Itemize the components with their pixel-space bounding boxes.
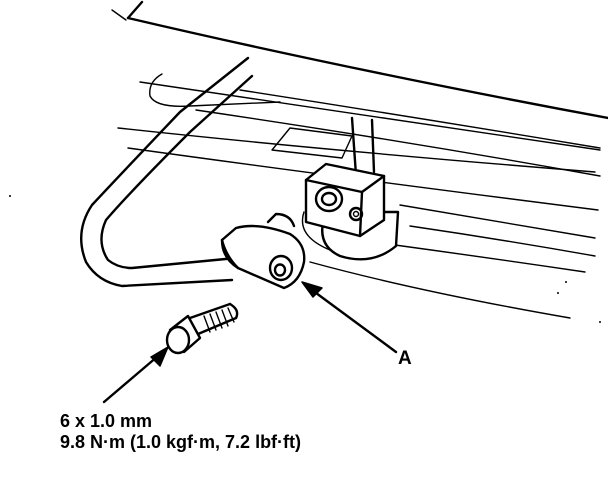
scan-specks	[9, 195, 601, 323]
flange-bolt	[165, 302, 239, 355]
refrigerant-line	[80, 56, 254, 288]
bolt-leader-arrow	[102, 346, 169, 404]
bolt-spec-callout: 6 x 1.0 mm 9.8 N·m (1.0 kgf·m, 7.2 lbf·f…	[60, 412, 301, 454]
bolt-torque-text: 9.8 N·m (1.0 kgf·m, 7.2 lbf·ft)	[60, 432, 302, 452]
vertical-pipe	[350, 116, 376, 177]
label-a-leader-arrow	[301, 281, 398, 354]
slot-cutout	[149, 73, 281, 107]
valve-block	[304, 162, 386, 238]
part-a-label: A	[398, 348, 412, 369]
panel-window	[271, 127, 353, 159]
bolt-size-text: 6 x 1.0 mm	[60, 411, 153, 431]
frame-panel	[111, 0, 608, 319]
line-flange	[220, 212, 306, 290]
